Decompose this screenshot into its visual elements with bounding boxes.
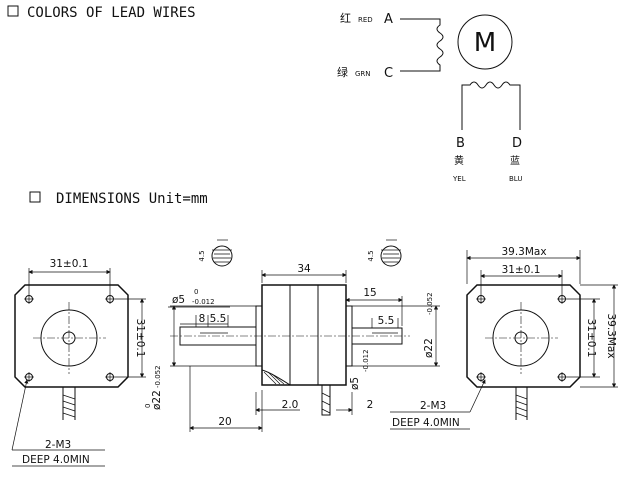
dim-overall-height: 39.3Max <box>605 313 617 358</box>
wire-b-color: YEL <box>452 175 466 183</box>
front-view-left: 31±0.1 31±0.1 2-M3 DEEP 4.0MIN <box>11 258 146 467</box>
dim-hole-spacing-h-right: 31±0.1 <box>502 264 541 276</box>
dim-flat-len-left: 5.5 <box>210 313 227 325</box>
motor-label: M <box>474 28 496 58</box>
wire-d-letter: D <box>512 136 522 151</box>
mount-holes-right <box>476 294 567 382</box>
flange-outline-right <box>466 284 581 388</box>
checkbox-icon <box>7 5 19 17</box>
wire-a-color: RED <box>358 16 373 24</box>
lead-cable <box>62 387 76 420</box>
hole-note-right-1: 2-M3 <box>420 400 446 412</box>
checkbox-icon <box>29 191 41 203</box>
dim-boss-left: ø22 <box>151 390 163 410</box>
wire-b-letter: B <box>456 136 465 151</box>
motor-symbol <box>457 14 513 70</box>
hole-note-1: 2-M3 <box>45 439 71 451</box>
lead-wires-title: COLORS OF LEAD WIRES <box>27 5 196 21</box>
wire-c-color: GRN <box>355 70 371 78</box>
dim-shaft-extension: 15 <box>363 287 376 299</box>
dim-overall-width: 39.3Max <box>501 246 546 258</box>
hole-note-2: DEEP 4.0MIN <box>22 454 90 466</box>
dim-boss-height-right: 2 <box>367 399 374 411</box>
shaft-tol-right: -0.012 <box>362 349 370 372</box>
shaft-right <box>351 327 403 345</box>
coil-ac <box>400 18 444 72</box>
wire-b-cn: 黄 <box>454 154 464 167</box>
dim-boss-right: ø22 <box>423 338 435 358</box>
section-label-2: 4.5 <box>367 250 375 261</box>
boss-tol-right: -0.052 <box>426 292 434 315</box>
lead-exit <box>321 384 331 416</box>
wire-a-letter: A <box>384 12 393 27</box>
boss-tol-lower: -0.052 <box>154 365 162 388</box>
dimensions-header: DIMENSIONS Unit=mm <box>29 191 208 207</box>
shaft-section-left: 4.5 <box>198 239 233 267</box>
flange-outline <box>14 284 129 388</box>
lead-cable-right <box>515 387 528 420</box>
boss-tol-upper: 0 <box>144 404 152 408</box>
dim-boss-height: 2.0 <box>282 399 299 411</box>
wire-a-cn: 红 <box>340 12 351 25</box>
shaft-tol-upper: 0 <box>194 288 198 296</box>
dim-shaft-diameter-right: ø5 <box>349 377 361 390</box>
hole-note-right-2: DEEP 4.0MIN <box>392 417 460 429</box>
dim-lead-length: 20 <box>218 416 231 428</box>
wire-c-letter: C <box>384 66 393 81</box>
dim-hole-spacing-h: 31±0.1 <box>50 258 89 270</box>
wire-d-cn: 蓝 <box>510 155 520 167</box>
wire-d-color: BLU <box>509 175 522 183</box>
wiring-diagram: 红 RED A 绿 GRN C M B D 黄 蓝 YEL BLU <box>337 12 522 183</box>
front-view-right: 39.3Max 31±0.1 31±0.1 39.3Max 2-M3 DEEP … <box>390 246 618 430</box>
mount-holes <box>24 294 115 382</box>
motor-body <box>261 284 347 386</box>
dim-hole-spacing-v: 31±0.1 <box>134 319 146 358</box>
dim-shaft-diameter: ø5 <box>172 294 185 306</box>
coil-bd <box>461 81 521 130</box>
side-view: 4.5 4.5 34 15 ø5 0 <box>144 239 440 432</box>
dim-hole-spacing-v-right: 31±0.1 <box>585 319 597 358</box>
shaft-section-right: 4.5 <box>367 239 402 267</box>
dim-flat-len-right: 5.5 <box>378 315 395 327</box>
dim-body-length: 34 <box>297 263 311 275</box>
dimensions-title: DIMENSIONS Unit=mm <box>56 191 208 207</box>
section-label-1: 4.5 <box>198 250 206 261</box>
lead-wires-header: COLORS OF LEAD WIRES <box>7 5 196 21</box>
shaft-tol-lower: -0.012 <box>192 298 215 306</box>
dim-flat-pos: 8 <box>199 313 206 325</box>
wire-c-cn: 绿 <box>337 65 348 79</box>
